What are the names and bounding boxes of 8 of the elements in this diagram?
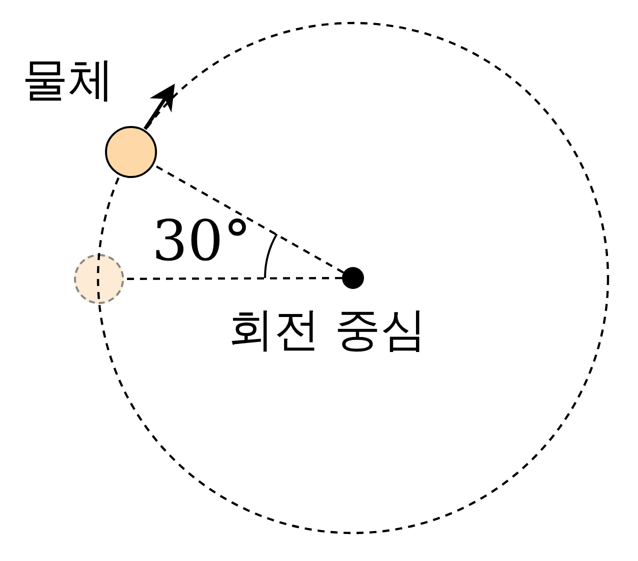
center-label: 회전 중심 <box>228 306 427 352</box>
object-circle <box>105 126 157 178</box>
object-label: 물체 <box>22 56 114 102</box>
radius-line <box>124 276 342 280</box>
center-dot <box>342 267 364 289</box>
radius-line <box>153 164 344 274</box>
ghost-circle <box>74 254 124 304</box>
angle-label: 30° <box>152 214 252 270</box>
